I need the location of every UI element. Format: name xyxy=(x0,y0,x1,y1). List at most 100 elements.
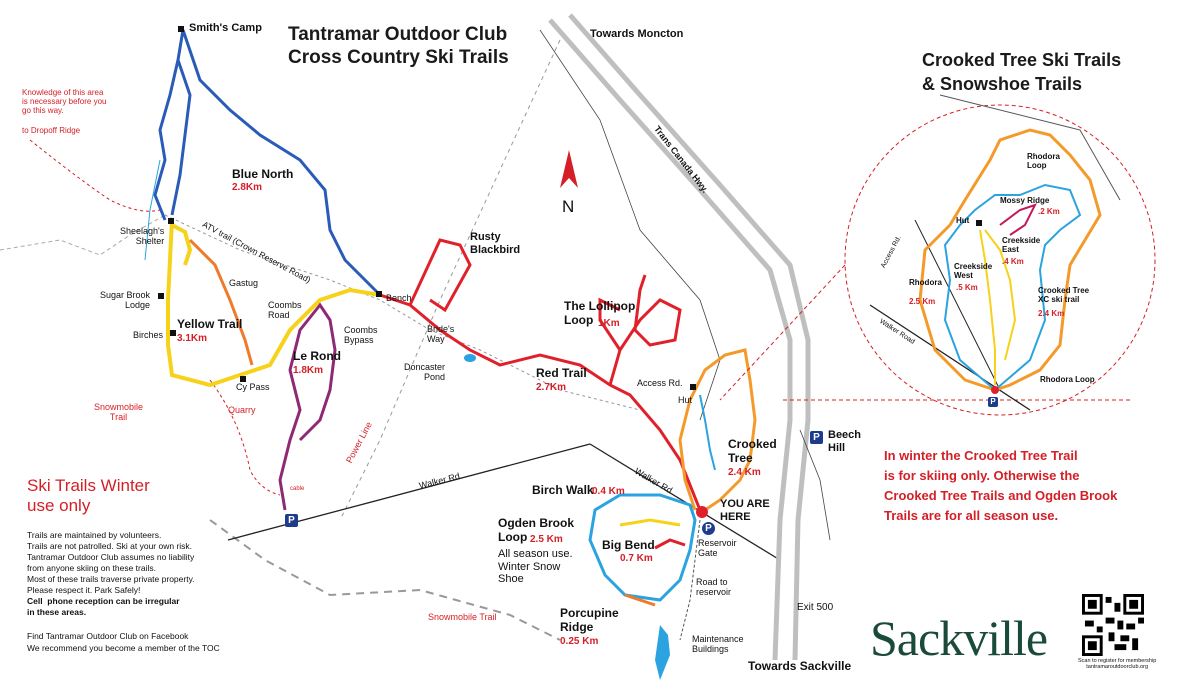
inset-crooked-xc-label: Crooked Tree XC ski trail xyxy=(1038,286,1090,305)
cy-pass-marker xyxy=(240,376,246,382)
inset-rhodora-label: Rhodora xyxy=(909,278,942,287)
hut-label: Hut xyxy=(678,395,693,405)
birch-walk-name: Birch Walk xyxy=(532,483,594,497)
bench-marker xyxy=(376,291,382,297)
you-are-here-parking-icon: P xyxy=(702,522,715,535)
rusty-blackbird-trail xyxy=(408,238,472,313)
notes-bold: Cell phone reception can be irregular in… xyxy=(27,596,180,618)
note-line: Tantramar Outdoor Club assumes no liabil… xyxy=(27,552,195,563)
ogden-brook-name: Ogden Brook Loop xyxy=(498,516,575,544)
birches-label: Birches xyxy=(133,330,164,340)
yellow-trail-name: Yellow Trail xyxy=(177,317,243,331)
you-are-here-label: YOU ARE HERE xyxy=(720,498,770,523)
beech-hill-label: Beech Hill xyxy=(828,429,862,454)
lollipop-loop-extra xyxy=(598,297,622,351)
inset-crooked-xc-dist: 2.4 Km xyxy=(1038,309,1065,318)
blue-north-trail-west xyxy=(153,29,185,221)
birches-marker xyxy=(170,330,176,336)
gastug-label: Gastug xyxy=(229,278,259,288)
red-trail-dist: 2.7Km xyxy=(536,382,567,393)
dropoff-ridge-path xyxy=(29,139,161,212)
big-bend-name: Big Bend xyxy=(602,538,655,552)
inset-hut-marker xyxy=(976,220,982,226)
lollipop-dist: 1Km xyxy=(598,318,620,329)
membership-line: We recommend you become a member of the … xyxy=(27,643,220,653)
blue-north-dist: 2.8Km xyxy=(232,182,263,193)
notes-block: Trails are maintained by volunteers. Tra… xyxy=(27,530,195,618)
sugar-brook-label: Sugar Brook Lodge xyxy=(100,290,151,311)
blue-north-name: Blue North xyxy=(232,167,294,181)
big-bend-trail xyxy=(654,538,686,550)
compass-label: N xyxy=(562,197,575,216)
facebook-line: Find Tantramar Outdoor Club on Facebook xyxy=(27,631,189,641)
north-arrow-icon xyxy=(560,150,578,188)
inset-rhodora-inner xyxy=(943,183,1082,392)
qr-code-icon[interactable] xyxy=(1082,594,1144,656)
inset-hut-label: Hut xyxy=(956,216,970,225)
crooked-tree-name: Crooked Tree xyxy=(728,437,777,465)
cable-label: cable xyxy=(290,486,305,492)
towards-moncton-label: Towards Moncton xyxy=(590,28,684,40)
le-rond-trail xyxy=(278,302,337,511)
inset-creekside-west-label: Creekside West xyxy=(954,262,993,281)
le-rond-name: Le Rond xyxy=(293,349,341,363)
blue-creek xyxy=(144,159,161,261)
inset-creekside-east-label: Creekside East xyxy=(1002,236,1041,255)
bench-label: Bench xyxy=(386,293,412,303)
inset-highway xyxy=(939,94,1121,201)
crooked-tree-trail xyxy=(678,348,757,512)
birch-walk-trail xyxy=(619,518,681,527)
brides-way-label: Bride's Way xyxy=(427,324,455,345)
smiths-camp-label: Smith's Camp xyxy=(189,22,262,34)
le-rond-dist: 1.8Km xyxy=(293,365,324,376)
access-rd-label: Access Rd. xyxy=(637,378,683,388)
winter-callout: In winter the Crooked Tree Trail is for … xyxy=(884,448,1118,524)
highway-edge xyxy=(539,29,721,421)
inset-rhodora-loop-label: Rhodora Loop xyxy=(1027,152,1060,171)
map-title-line1: Tantramar Outdoor Club xyxy=(288,24,508,45)
map-title-line2: Cross Country Ski Trails xyxy=(288,47,509,68)
snowmobile-trail-path xyxy=(209,519,561,641)
inset-mossy-label: Mossy Ridge xyxy=(1000,196,1050,205)
inset-title-line1: Crooked Tree Ski Trails xyxy=(922,50,1122,70)
road-to-reservoir-label: Road to reservoir xyxy=(696,577,732,598)
doncaster-pond xyxy=(464,354,476,362)
porcupine-ridge-dist: 0.25 Km xyxy=(560,636,599,647)
sheelaghs-shelter-label: Sheelagh's Shelter xyxy=(120,226,165,247)
note-line: from anyone skiing on these trails. xyxy=(27,563,156,574)
inset-rhodora-dist: 2.5 Km xyxy=(909,297,936,306)
atv-trail xyxy=(164,214,641,411)
beech-hill-parking-icon: P xyxy=(810,431,823,444)
maintenance-label: Maintenance Buildings xyxy=(692,634,744,655)
big-bend-dist: 0.7 Km xyxy=(620,553,653,564)
inset-creekside-east xyxy=(984,229,1017,361)
inset-creekside-east-dist: .4 Km xyxy=(1002,257,1024,266)
inset-walker-road xyxy=(869,304,1031,411)
blue-north-trail xyxy=(181,29,382,297)
inset-rhodora-loop-outer xyxy=(918,128,1102,392)
porcupine-ridge-name: Porcupine Ridge xyxy=(560,606,619,634)
inset-pointer xyxy=(719,264,846,401)
highway-line-2 xyxy=(568,13,811,661)
ogden-brook-note: All season use. Winter Snow Shoe xyxy=(498,548,573,586)
sackville-logo: Sackville xyxy=(870,610,1048,666)
highway-edge-2 xyxy=(799,429,831,541)
smiths-camp-marker xyxy=(178,26,184,32)
walker-rd-parking-icon: P xyxy=(285,514,298,527)
inset-mossy-dist: .2 Km xyxy=(1038,207,1060,216)
note-line: Trails are not patrolled. Ski at your ow… xyxy=(27,541,193,552)
inset-creekside-west xyxy=(979,229,996,385)
exit-500-label: Exit 500 xyxy=(797,602,834,613)
sugar-brook-marker xyxy=(158,293,164,299)
hut-marker xyxy=(690,384,696,390)
inset-boundary xyxy=(844,104,1156,416)
coombs-road-label: Coombs Road xyxy=(268,300,302,321)
inset-creekside-west-dist: .5 Km xyxy=(956,283,978,292)
inset-rhodora-loop-bottom-label: Rhodora Loop xyxy=(1040,375,1095,384)
note-line: Trails are maintained by volunteers. xyxy=(27,530,162,540)
dropoff-ridge-label: to Dropoff Ridge xyxy=(22,126,81,135)
winter-headline: Ski Trails Winter use only xyxy=(27,476,150,516)
rusty-blackbird-name: Rusty Blackbird xyxy=(470,231,521,256)
porcupine-ridge-trail xyxy=(624,593,656,607)
